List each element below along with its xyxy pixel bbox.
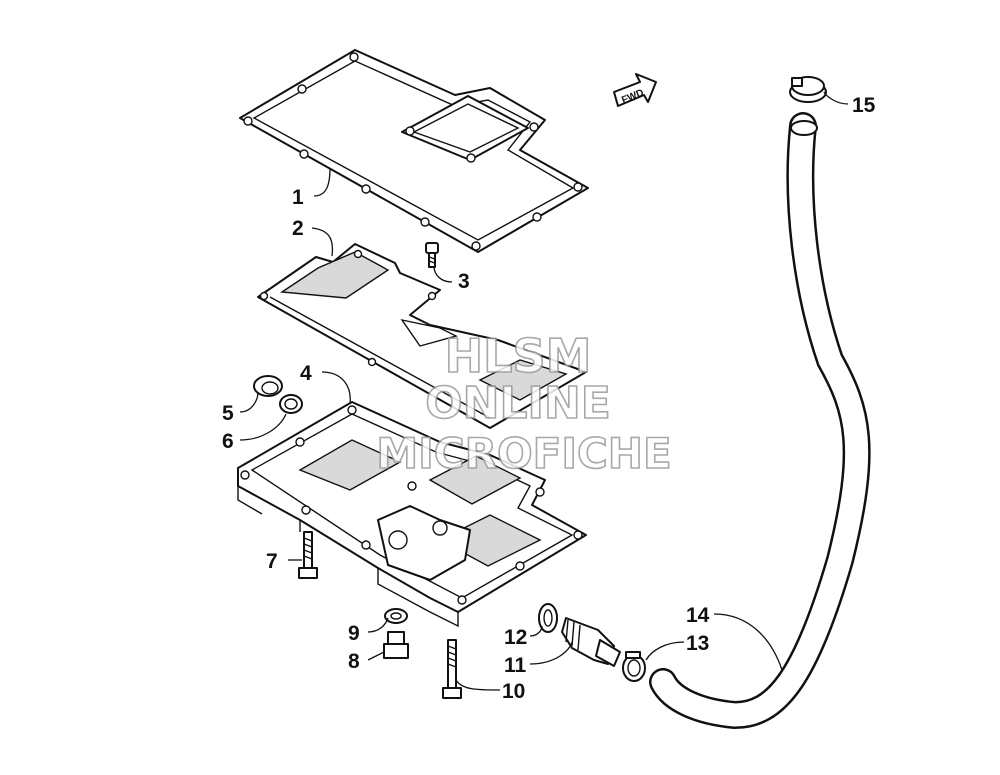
callout-1: 1 <box>292 186 304 209</box>
callout-10: 10 <box>502 680 525 703</box>
part-3-screw <box>425 242 439 268</box>
callout-7: 7 <box>266 550 278 573</box>
part-11-hose-fitting <box>561 617 621 667</box>
leader-lines <box>239 91 849 691</box>
watermark: HLSM ONLINE MICROFICHE <box>376 328 673 479</box>
part-8-drain-plug <box>383 631 409 659</box>
callout-labels: 1 2 3 4 5 6 7 8 9 10 11 12 13 14 15 <box>222 94 876 703</box>
forward-arrow-icon: FWD <box>613 73 657 107</box>
watermark-line-1: HLSM <box>445 329 592 383</box>
part-15-hose-clamp <box>789 76 827 103</box>
callout-15: 15 <box>852 94 876 117</box>
callout-6: 6 <box>222 430 234 453</box>
callout-11: 11 <box>504 654 527 677</box>
callout-2: 2 <box>292 217 304 240</box>
watermark-line-2: ONLINE <box>425 378 611 429</box>
part-13-hose-clamp <box>622 651 646 682</box>
part-14-hose <box>649 112 871 730</box>
part-6-o-ring <box>279 394 303 414</box>
part-9-washer <box>384 608 408 624</box>
part-2-baffle-plate <box>257 243 587 429</box>
callout-13: 13 <box>686 632 709 655</box>
callout-14: 14 <box>686 604 710 627</box>
part-5-plug <box>253 375 283 397</box>
watermark-line-3: MICROFICHE <box>376 429 671 478</box>
part-10-cap-screw <box>442 639 462 699</box>
callout-9: 9 <box>348 622 360 645</box>
part-7-cap-screw <box>298 531 318 579</box>
part-4-oil-pan <box>237 401 587 628</box>
callout-4: 4 <box>300 362 312 385</box>
callout-3: 3 <box>458 270 470 293</box>
part-1-gasket <box>239 49 589 253</box>
callout-12: 12 <box>504 626 527 649</box>
callout-8: 8 <box>348 650 360 673</box>
part-12-o-ring <box>538 603 558 633</box>
callout-5: 5 <box>222 402 234 425</box>
